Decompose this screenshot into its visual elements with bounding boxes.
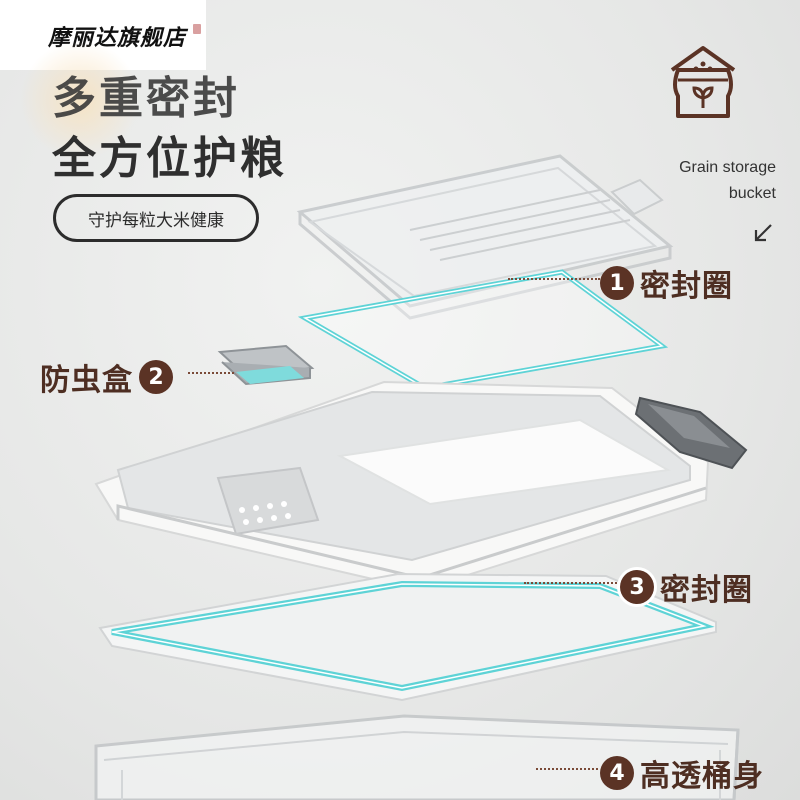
clear-lid — [296, 154, 674, 320]
part-label-4: 4 高透桶身 — [600, 751, 764, 795]
leader-line-1 — [508, 278, 600, 280]
caption-line2: bucket — [728, 185, 776, 202]
product-caption: Grain storage bucket — [620, 155, 776, 207]
part-label-text: 高透桶身 — [640, 759, 764, 794]
part-number-badge: 1 — [600, 266, 634, 300]
part-number-badge: 2 — [139, 360, 173, 394]
leader-line-3 — [524, 582, 620, 584]
main-frame — [94, 380, 748, 592]
part-label-1: 1 密封圈 — [600, 261, 733, 305]
granary-icon — [664, 42, 742, 122]
tagline-pill: 守护每粒大米健康 — [53, 194, 259, 242]
headline-glow — [20, 40, 140, 160]
seal-ring-3 — [98, 572, 717, 702]
caption-line1: Grain storage — [679, 159, 776, 176]
bucket-body — [94, 714, 740, 800]
leader-line-2 — [188, 372, 234, 374]
headline-line2: 全方位护粮 — [52, 133, 287, 184]
headline-line1: 多重密封 — [52, 73, 240, 124]
part-number-badge: 4 — [600, 756, 634, 790]
seal-ring-1 — [297, 269, 669, 391]
insect-box — [217, 344, 315, 386]
part-label-text: 防虫盒 — [40, 363, 133, 398]
part-label-text: 密封圈 — [660, 573, 753, 608]
part-label-3: 3 密封圈 — [620, 565, 753, 609]
leader-line-4 — [536, 768, 598, 770]
part-label-text: 密封圈 — [640, 269, 733, 304]
tagline-text: 守护每粒大米健康 — [88, 210, 224, 231]
store-seal-mark — [193, 24, 201, 34]
part-number-badge: 3 — [620, 570, 654, 604]
part-label-2: 防虫盒 2 — [40, 355, 173, 399]
arrow-down-left-icon — [752, 222, 774, 244]
